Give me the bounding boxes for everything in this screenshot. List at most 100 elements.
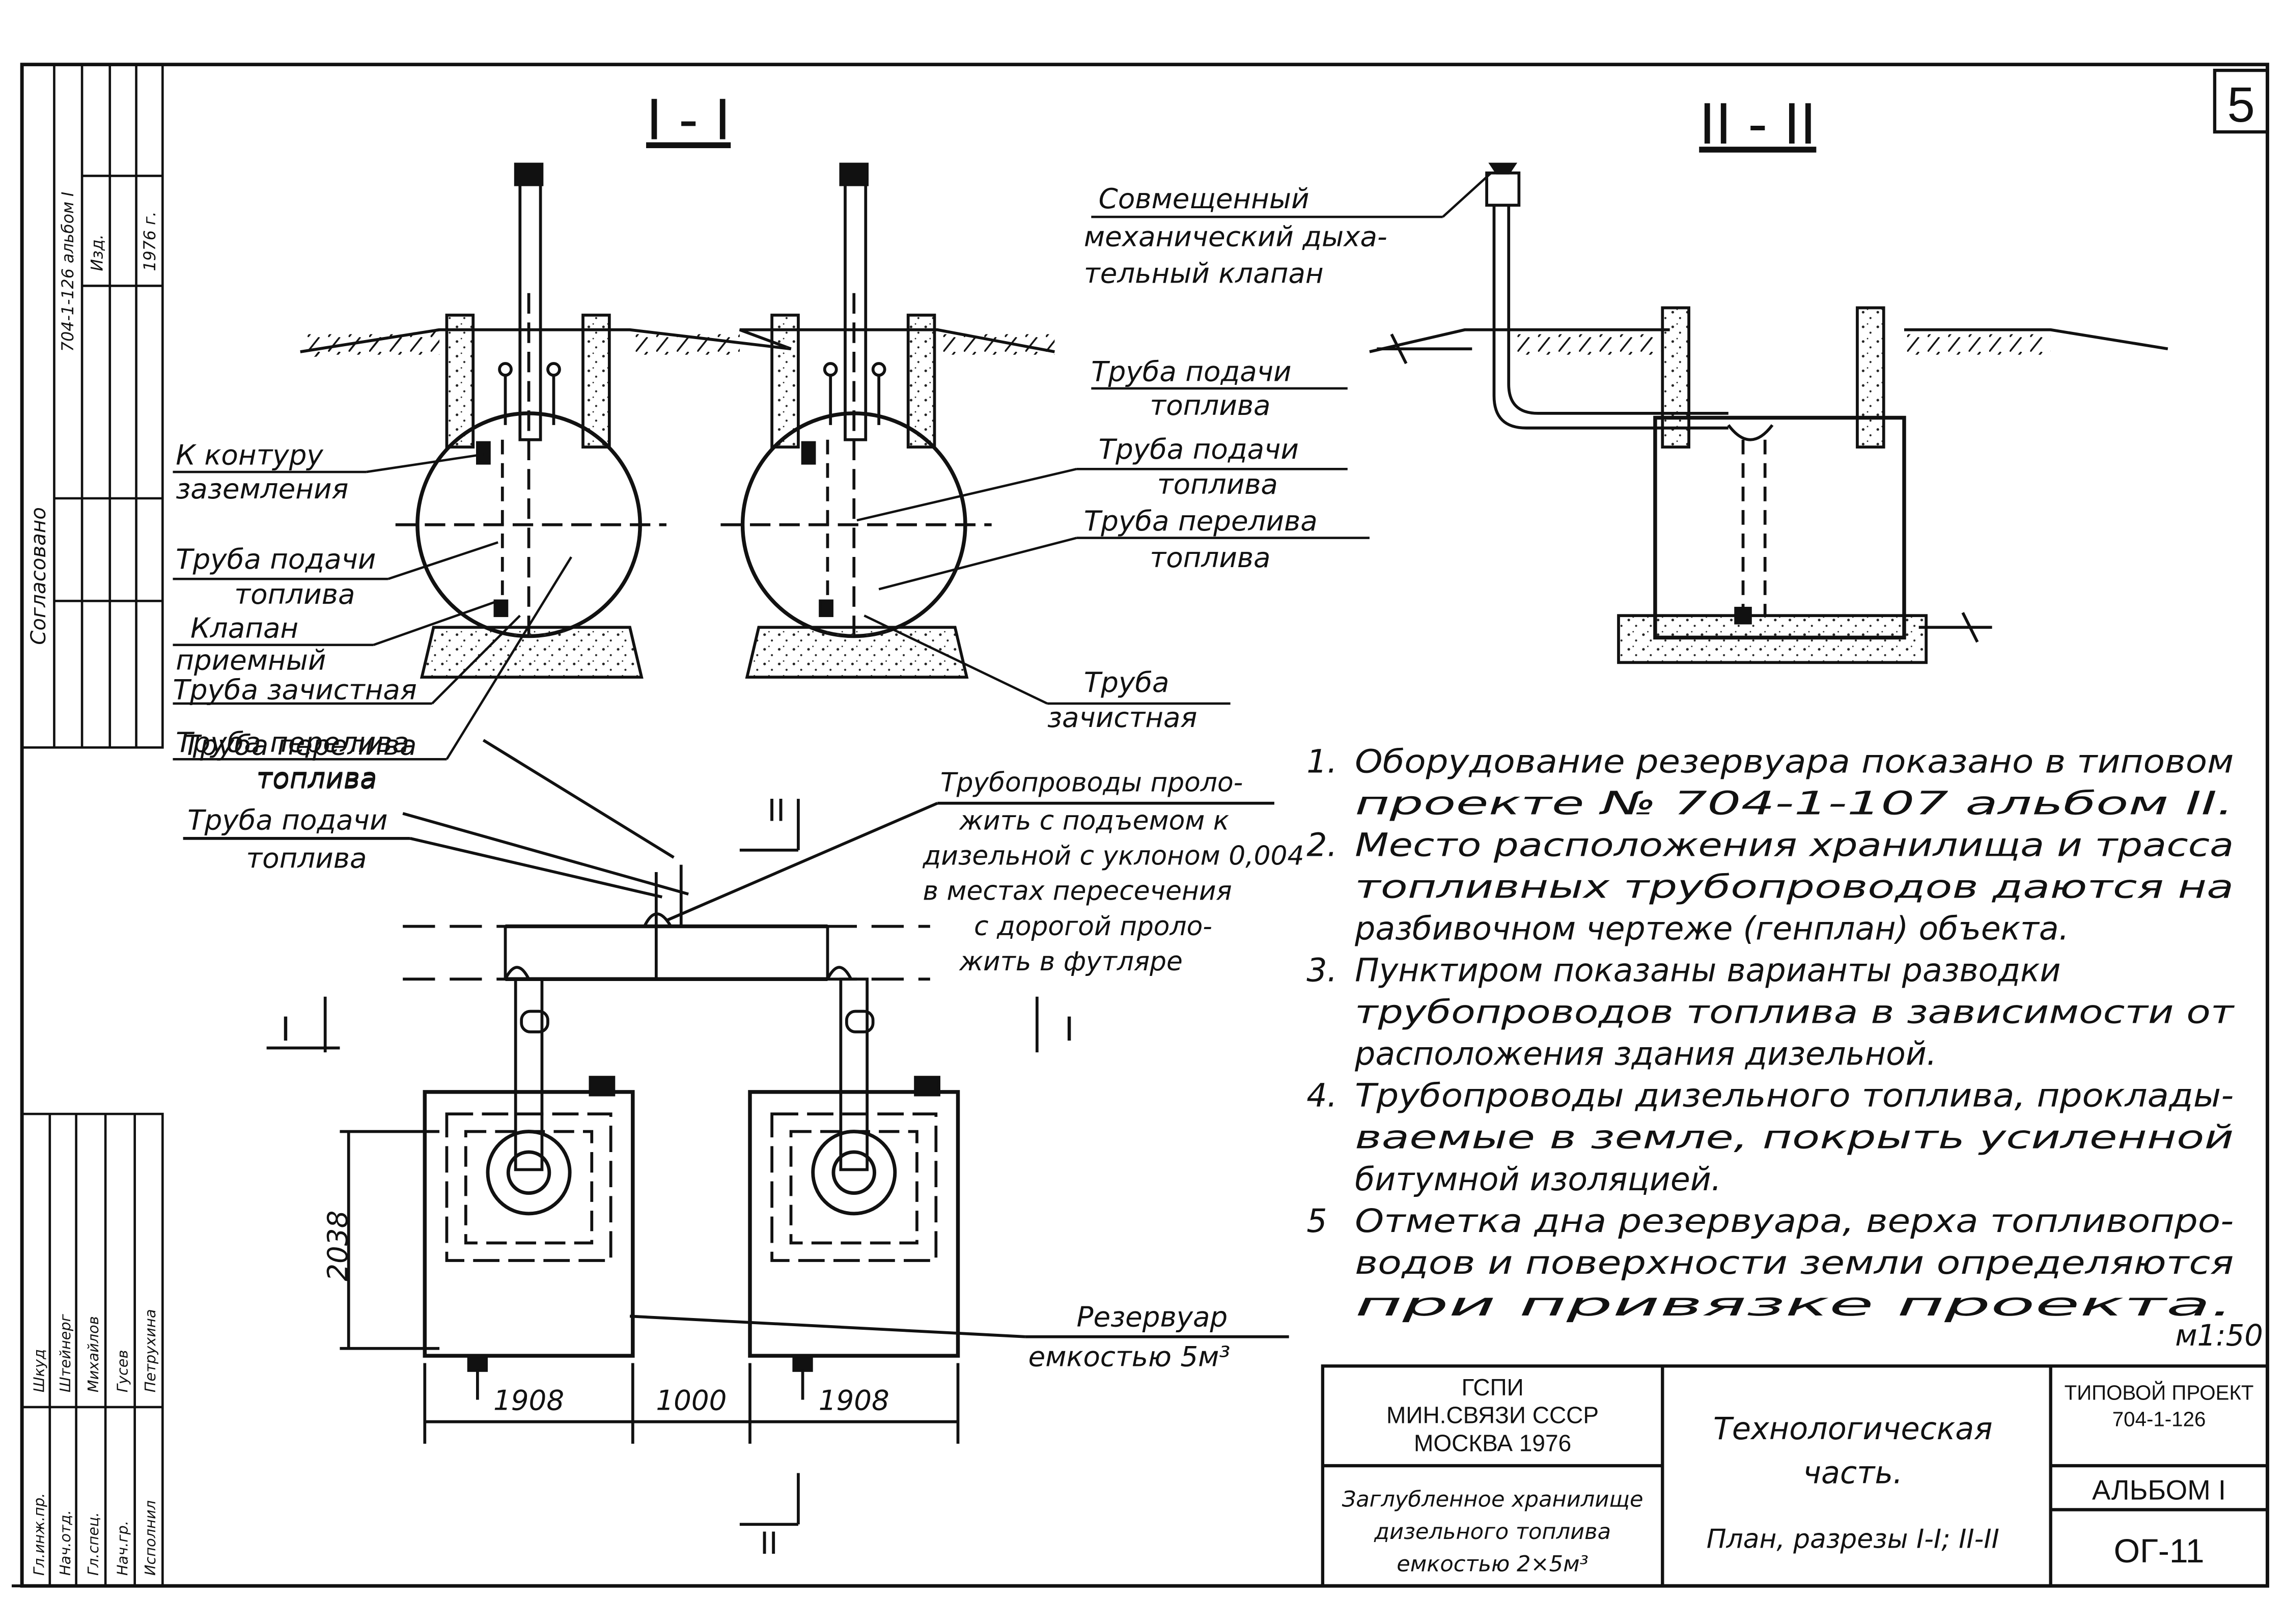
object-line-2: дизельного топлива bbox=[1374, 1519, 1611, 1545]
cut-mark-2-bottom: II bbox=[760, 1525, 778, 1561]
stamp-staff-name-5: Петрухина bbox=[142, 1309, 159, 1393]
feed-pipe-plan-1: Труба подачи bbox=[187, 804, 387, 836]
pipeline-note-2: жить с подъемом к bbox=[959, 806, 1229, 836]
sheet-title: План, разрезы I-I; II-II bbox=[1707, 1524, 1999, 1554]
reservoir-label-1: Резервуар bbox=[1077, 1301, 1228, 1333]
dim-width-left: 1908 bbox=[493, 1384, 564, 1417]
part-line-1: Технологическая bbox=[1713, 1411, 1993, 1447]
side-stamp bbox=[20, 63, 164, 1587]
note-line: разбивочном чертеже (генплан) объекта. bbox=[1354, 909, 2069, 947]
org-line-1: ГСПИ bbox=[1461, 1374, 1523, 1401]
overflow-pipe-left-2: топлива bbox=[256, 761, 377, 794]
note-line: ваемые в земле, покрыть усиленной bbox=[1355, 1118, 2234, 1156]
overflow-pipe-plan-2: топлива bbox=[256, 763, 377, 795]
object-line-3: емкостью 2×5м³ bbox=[1397, 1551, 1589, 1577]
pipeline-note-5: с дорогой проло- bbox=[974, 911, 1212, 942]
breather-valve-3: тельный клапан bbox=[1084, 257, 1324, 290]
side-stamp-text: 704-1-126 альбом I Изд. 1976 г. Согласов… bbox=[26, 192, 159, 1576]
overflow-pipe-left-1: Труба перелива bbox=[176, 726, 409, 759]
note-line: Трубопроводы дизельного топлива, проклад… bbox=[1355, 1077, 2234, 1114]
object-line-1: Заглубленное хранилище bbox=[1342, 1487, 1643, 1513]
cut-mark-2-top: II bbox=[767, 792, 785, 828]
grounding-label-2: заземления bbox=[176, 472, 348, 505]
stamp-year-row: 1976 г. bbox=[141, 211, 159, 271]
overflow-pipe-mid-1: Труба перелива bbox=[1084, 505, 1318, 537]
note-line: трубопроводов топлива в зависимости от bbox=[1355, 993, 2235, 1031]
cut-mark-1: I bbox=[281, 1009, 290, 1048]
note-number: 3. bbox=[1306, 951, 1337, 989]
stamp-staff-role-3: Гл.спец. bbox=[85, 1512, 102, 1576]
intake-valve-2: приемный bbox=[176, 644, 326, 677]
note-line: проекте № 704-1-107 альбом II. bbox=[1355, 784, 2234, 822]
stamp-approval: Согласовано bbox=[26, 507, 50, 645]
note-number: 4. bbox=[1306, 1077, 1337, 1114]
tank-2-section bbox=[720, 162, 992, 679]
title-block-text: ГСПИ МИН.СВЯЗИ СССР МОСКВА 1976 Заглубле… bbox=[1342, 1374, 2254, 1577]
note-line: при привязке проекта. bbox=[1355, 1285, 2234, 1323]
note-line: Оборудование резервуара показано в типов… bbox=[1355, 742, 2234, 780]
title-block bbox=[1321, 1364, 2269, 1588]
tank-1-section bbox=[395, 162, 666, 679]
feed-pipe-sec2-2: топлива bbox=[1150, 389, 1270, 422]
overflow-pipe-plan-1: Труба перелива bbox=[183, 729, 417, 762]
project-label: ТИПОВОЙ ПРОЕКТ bbox=[2065, 1381, 2254, 1404]
section-callout-text: К контуру заземления Труба подачи топлив… bbox=[173, 182, 1387, 794]
section-1-drawing bbox=[299, 162, 1055, 679]
dim-gap: 1000 bbox=[656, 1384, 727, 1417]
stamp-staff-name-2: Штейнерг bbox=[57, 1313, 74, 1392]
pipeline-note-3: дизельной с уклоном 0,004 bbox=[922, 841, 1304, 872]
dim-width-right: 1908 bbox=[819, 1384, 889, 1417]
part-line-2: часть. bbox=[1803, 1455, 1903, 1491]
stamp-album-row: 704-1-126 альбом I bbox=[59, 192, 77, 352]
stamp-edition-row: Изд. bbox=[88, 234, 106, 271]
feed-pipe-sec2-1: Труба подачи bbox=[1091, 355, 1291, 388]
note-line: Место расположения хранилища и трасса bbox=[1355, 826, 2234, 863]
note-number: 2. bbox=[1306, 826, 1337, 863]
pipeline-note-4: в местах пересечения bbox=[923, 876, 1232, 907]
section-2-drawing bbox=[1369, 162, 2168, 664]
scale-label: м1:50 bbox=[2175, 1319, 2263, 1353]
cut-mark-1-right: I bbox=[1065, 1009, 1074, 1048]
section-2-title: II - II bbox=[1699, 91, 1816, 156]
general-notes: 1. Оборудование резервуара показано в тип… bbox=[1306, 742, 2235, 1323]
stripping-pipe-left: Труба зачистная bbox=[173, 673, 416, 706]
pipeline-note-1: Трубопроводы проло- bbox=[940, 768, 1243, 798]
plan-view bbox=[183, 739, 1289, 1526]
note-number: 5 bbox=[1306, 1202, 1327, 1240]
stripping-pipe-right-1: Труба bbox=[1084, 666, 1169, 698]
sheet-number: 5 bbox=[2227, 76, 2254, 132]
feed-pipe-mid-1: Труба подачи bbox=[1099, 433, 1299, 465]
reservoir-label-2: емкостью 5м³ bbox=[1028, 1340, 1231, 1373]
stamp-staff-role-5: Исполнил bbox=[142, 1500, 159, 1576]
overflow-pipe-mid-2: топлива bbox=[1150, 541, 1270, 574]
plan-callout-text: Труба перелива топлива Труба подачи топл… bbox=[183, 729, 1304, 1373]
note-line: Отметка дна резервуара, верха топливопро… bbox=[1355, 1202, 2234, 1240]
stripping-pipe-right-2: зачистная bbox=[1047, 701, 1197, 734]
plan-dimensions: 2038 1908 1000 1908 I I II II bbox=[281, 792, 1074, 1561]
stamp-staff-name-1: Шкуд bbox=[30, 1349, 47, 1392]
section-callouts bbox=[173, 172, 1492, 761]
stamp-staff-name-4: Гусев bbox=[114, 1350, 131, 1393]
org-line-2: МИН.СВЯЗИ СССР bbox=[1386, 1402, 1599, 1429]
note-line: Пунктиром показаны варианты разводки bbox=[1355, 951, 2060, 989]
sheet-number-box: 5 bbox=[2213, 69, 2269, 134]
project-number: 704-1-126 bbox=[2112, 1408, 2206, 1431]
stamp-staff-role-2: Нач.отд. bbox=[57, 1510, 74, 1576]
drawing-code: ОГ-11 bbox=[2114, 1532, 2205, 1570]
note-line: битумной изоляцией. bbox=[1355, 1160, 1721, 1198]
breather-valve-2: механический дыха- bbox=[1084, 220, 1387, 253]
note-line: топливных трубопроводов даются на bbox=[1355, 867, 2234, 905]
feed-pipe-mid-2: топлива bbox=[1157, 468, 1278, 500]
grounding-label-1: К контуру bbox=[176, 439, 323, 471]
feed-pipe-left-2: топлива bbox=[234, 578, 355, 610]
dim-height: 2038 bbox=[321, 1211, 354, 1281]
org-line-3: МОСКВА 1976 bbox=[1414, 1430, 1571, 1456]
note-line: водов и поверхности земли определяются bbox=[1355, 1244, 2234, 1281]
note-number: 1. bbox=[1306, 742, 1337, 780]
stamp-staff-name-3: Михайлов bbox=[85, 1316, 102, 1392]
intake-valve-1: Клапан bbox=[190, 611, 298, 644]
album-label: АЛЬБОМ I bbox=[2092, 1474, 2226, 1505]
feed-pipe-plan-2: топлива bbox=[246, 842, 367, 874]
stamp-staff-role-1: Гл.инж.пр. bbox=[30, 1493, 47, 1576]
